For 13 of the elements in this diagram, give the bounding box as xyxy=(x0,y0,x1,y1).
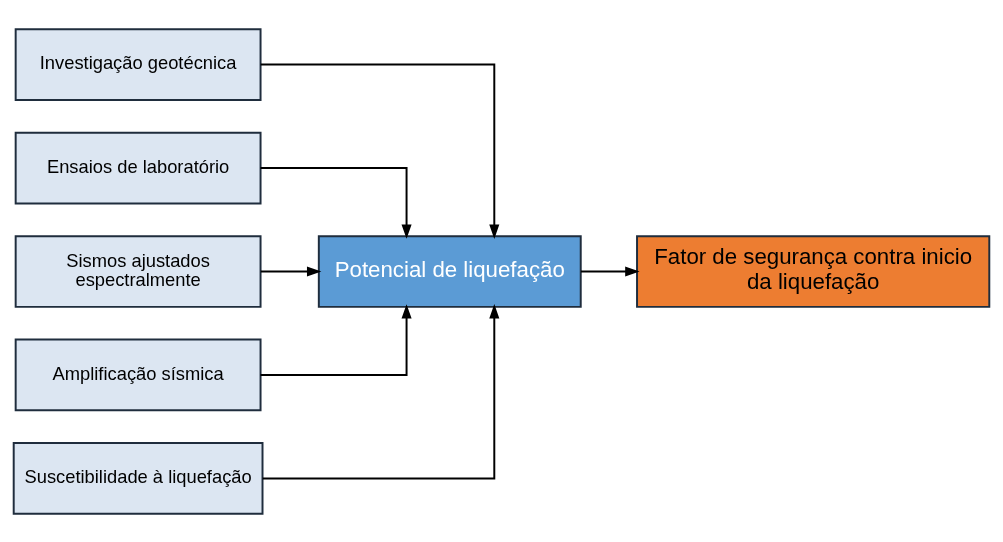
arrow xyxy=(261,303,500,479)
arrow xyxy=(259,166,412,239)
arrow xyxy=(580,265,640,277)
arrow xyxy=(259,265,322,277)
node-box: Amplificação sísmica xyxy=(14,338,262,411)
arrow xyxy=(259,303,412,376)
node-box: Ensaios de laboratório xyxy=(14,131,262,204)
arrow xyxy=(259,63,500,239)
node-box: Investigação geotécnica xyxy=(14,27,262,101)
node-box: Suscetibilidade à liquefação xyxy=(12,441,264,515)
node-box: Potencial de liquefação xyxy=(317,234,582,308)
node-box: Fator de segurança contra inicio da liquefação xyxy=(636,234,991,308)
node-box: Sismos ajustados espectralmente xyxy=(14,234,262,308)
